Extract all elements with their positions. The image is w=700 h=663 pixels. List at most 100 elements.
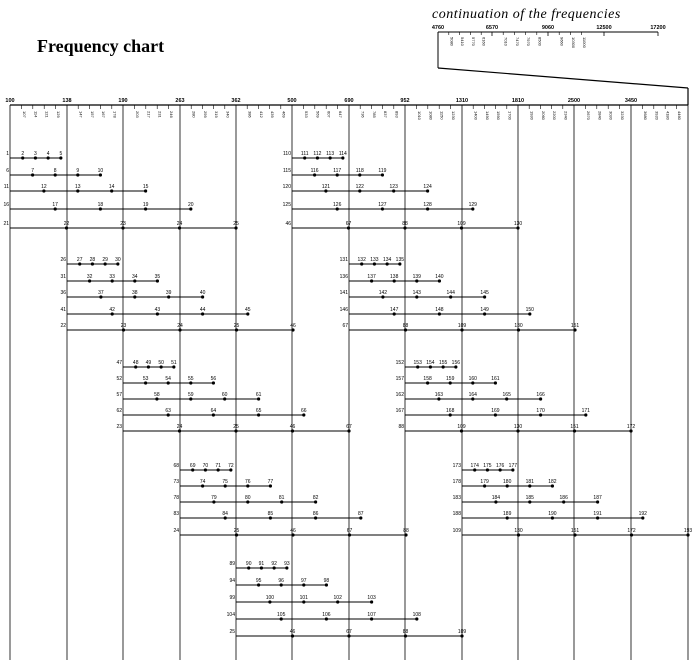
node-label: 81 bbox=[279, 495, 285, 501]
node-label: 67 bbox=[347, 528, 353, 534]
node-point bbox=[234, 533, 239, 537]
node-point bbox=[459, 226, 464, 230]
minor-tick-label: 319 bbox=[214, 111, 219, 118]
node-point bbox=[291, 328, 295, 332]
node-label: 88 bbox=[403, 629, 409, 635]
minor-tick-label: 1400 bbox=[474, 111, 479, 121]
node-label: 93 bbox=[284, 561, 290, 567]
node-label: 5 bbox=[59, 151, 62, 157]
node-label: 28 bbox=[90, 257, 96, 263]
node-label: 143 bbox=[413, 290, 422, 296]
node-point bbox=[346, 226, 351, 230]
node-label: 125 bbox=[283, 202, 292, 208]
node-label: 24 bbox=[177, 424, 183, 430]
node-label: 129 bbox=[469, 202, 478, 208]
node-point bbox=[46, 156, 50, 160]
node-label: 4 bbox=[47, 151, 50, 157]
minor-tick-label: 469 bbox=[281, 111, 286, 118]
node-point bbox=[539, 397, 543, 401]
minor-tick-label: 736 bbox=[361, 111, 366, 118]
node-point bbox=[347, 634, 351, 638]
node-point bbox=[328, 156, 332, 160]
node-label: 181 bbox=[526, 479, 535, 485]
node-label: 144 bbox=[447, 290, 456, 296]
node-label: 9 bbox=[76, 168, 79, 174]
node-point bbox=[272, 566, 276, 570]
node-label: 109 bbox=[458, 629, 467, 635]
node-point bbox=[370, 617, 374, 621]
node-label: 182 bbox=[548, 479, 557, 485]
node-label: 113 bbox=[326, 151, 334, 157]
minor-tick-label: 1490 bbox=[485, 111, 490, 121]
node-point bbox=[110, 312, 114, 316]
node-point bbox=[498, 468, 502, 472]
node-label: 140 bbox=[435, 274, 444, 280]
node-label: 65 bbox=[256, 408, 262, 414]
node-label: 11 bbox=[4, 184, 9, 190]
node-point bbox=[268, 516, 272, 520]
node-label: 155 bbox=[439, 360, 448, 366]
node-point bbox=[403, 226, 407, 230]
node-point bbox=[189, 381, 193, 385]
node-label: 166 bbox=[536, 392, 545, 398]
node-label: 142 bbox=[379, 290, 388, 296]
node-point bbox=[392, 189, 396, 193]
node-label: 109 bbox=[457, 424, 466, 430]
continuation-major-label: 6570 bbox=[486, 25, 498, 31]
node-point bbox=[380, 207, 384, 211]
node-label: 57 bbox=[116, 392, 122, 398]
node-point bbox=[53, 207, 57, 211]
node-point bbox=[42, 189, 46, 193]
node-label: 61 bbox=[256, 392, 262, 398]
node-point bbox=[528, 500, 532, 504]
node-point bbox=[370, 279, 374, 283]
node-label: 135 bbox=[396, 257, 405, 263]
node-point bbox=[76, 189, 80, 193]
node-label: 183 bbox=[453, 495, 462, 501]
node-label: 170 bbox=[536, 408, 545, 414]
node-label: 51 bbox=[171, 360, 177, 366]
node-point bbox=[203, 468, 208, 472]
node-point bbox=[370, 600, 374, 604]
node-label: 136 bbox=[340, 274, 349, 280]
node-label: 23 bbox=[121, 323, 127, 329]
node-point bbox=[189, 207, 193, 211]
node-label: 103 bbox=[367, 595, 376, 601]
node-label: 66 bbox=[301, 408, 307, 414]
node-point bbox=[144, 381, 148, 385]
node-label: 13 bbox=[75, 184, 81, 190]
node-label: 87 bbox=[358, 511, 364, 517]
continuation-minor-label: 10300 bbox=[571, 37, 576, 49]
node-point bbox=[335, 173, 339, 177]
node-point bbox=[403, 328, 408, 332]
node-label: 58 bbox=[154, 392, 160, 398]
node-label: 83 bbox=[173, 511, 179, 517]
node-point bbox=[134, 365, 138, 369]
major-tick-label: 362 bbox=[231, 98, 240, 104]
node-point bbox=[223, 516, 227, 520]
node-point bbox=[189, 397, 193, 401]
node-label: 25 bbox=[234, 323, 240, 329]
minor-tick-label: 121 bbox=[45, 111, 50, 118]
node-point bbox=[177, 226, 182, 230]
node-point bbox=[159, 365, 163, 369]
node-label: 105 bbox=[277, 612, 286, 618]
node-label: 88 bbox=[402, 221, 408, 227]
node-label: 44 bbox=[200, 307, 206, 313]
node-label: 100 bbox=[266, 595, 275, 601]
node-point bbox=[416, 365, 420, 369]
major-tick-label: 263 bbox=[175, 98, 184, 104]
node-point bbox=[30, 173, 35, 177]
continuation-minor-label: 7010 bbox=[504, 37, 509, 47]
node-label: 43 bbox=[155, 307, 161, 313]
